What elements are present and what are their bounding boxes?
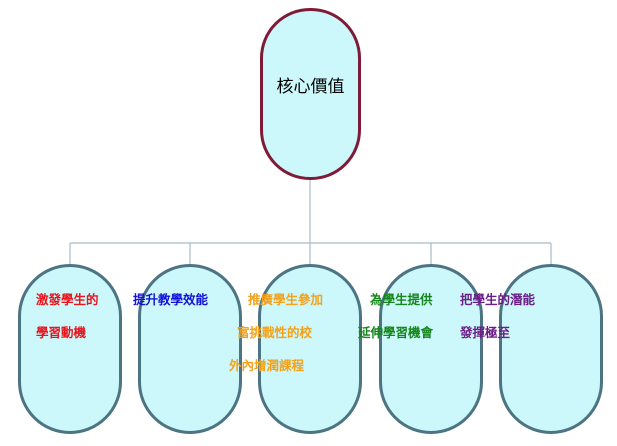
root-label: 核心價值	[276, 77, 345, 97]
child-5-line-1: 把學生的潛能	[460, 292, 536, 307]
child-1-line-1: 激發學生的	[36, 292, 99, 307]
child-node-4	[379, 264, 483, 434]
child-3-line-3: 外內增潤課程	[229, 358, 305, 373]
child-5-line-2: 發揮極至	[460, 325, 511, 340]
child-node-3	[258, 264, 362, 434]
child-node-1	[18, 264, 122, 434]
child-node-2	[138, 264, 242, 434]
child-4-line-1: 為學生提供	[370, 292, 433, 307]
root-node	[260, 8, 361, 180]
child-node-5	[499, 264, 603, 434]
child-3-line-1: 推廣學生參加	[248, 292, 324, 307]
child-1-line-2: 學習動機	[36, 325, 87, 340]
child-2-line-1: 提升教學效能	[133, 292, 209, 307]
child-3-line-2: 富挑戰性的校	[237, 325, 313, 340]
child-4-line-2: 延伸學習機會	[358, 325, 434, 340]
